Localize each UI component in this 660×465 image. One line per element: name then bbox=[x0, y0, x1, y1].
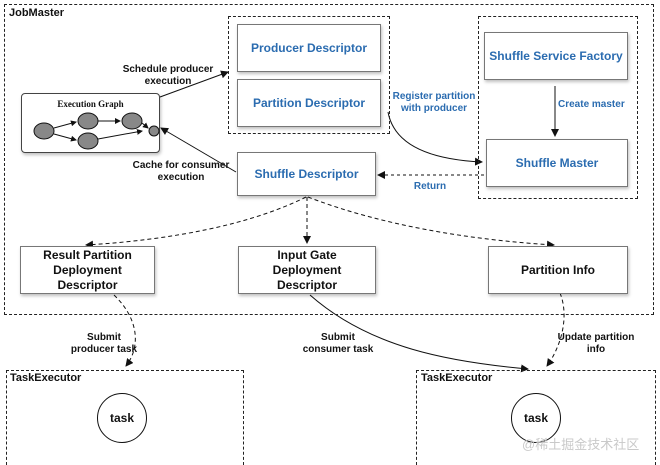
right-task-node: task bbox=[511, 393, 561, 443]
shuffle-service-group bbox=[478, 16, 638, 199]
right-taskexecutor-region bbox=[416, 370, 656, 465]
submit-consumer-arrow bbox=[309, 294, 529, 373]
watermark: @稀土掘金技术社区 bbox=[522, 437, 640, 452]
submit-producer-label: Submit producer task bbox=[70, 332, 138, 355]
input-gate-dd-box: Input Gate Deployment Descriptor bbox=[238, 246, 376, 294]
cache-label: Cache for consumer execution bbox=[132, 160, 230, 183]
producer-descriptor-group bbox=[228, 16, 390, 134]
schedule-label: Schedule producer execution bbox=[122, 64, 214, 87]
shuffle-service-factory-box: Shuffle Service Factory bbox=[484, 32, 628, 80]
register-label: Register partition with producer bbox=[392, 91, 476, 114]
result-partition-dd-box: Result Partition Deployment Descriptor bbox=[20, 246, 155, 294]
execution-graph-box: Execution Graph bbox=[21, 93, 160, 153]
left-task-node: task bbox=[97, 393, 147, 443]
execution-graph-icon bbox=[33, 112, 160, 150]
update-partition-arrow bbox=[546, 292, 565, 367]
left-taskexecutor-title: TaskExecutor bbox=[10, 372, 82, 384]
cache-arrow bbox=[160, 127, 237, 173]
submit-producer-arrow bbox=[113, 294, 136, 367]
partition-descriptor-box: Partition Descriptor bbox=[237, 79, 381, 127]
schedule-arrow bbox=[159, 70, 229, 98]
to-partition-info-arrow bbox=[307, 196, 555, 249]
jobmaster-title: JobMaster bbox=[9, 7, 65, 19]
left-taskexecutor-region bbox=[6, 370, 244, 465]
jobmaster-region bbox=[4, 4, 654, 315]
submit-consumer-label: Submit consumer task bbox=[302, 332, 374, 355]
shuffle-master-box: Shuffle Master bbox=[486, 139, 628, 187]
update-partition-label: Update partition info bbox=[557, 332, 635, 355]
shuffle-descriptor-box: Shuffle Descriptor bbox=[237, 152, 376, 196]
register-arrow bbox=[387, 111, 483, 166]
execution-graph-title: Execution Graph bbox=[57, 99, 124, 109]
partition-info-box: Partition Info bbox=[488, 246, 628, 294]
producer-descriptor-box: Producer Descriptor bbox=[237, 24, 381, 72]
right-taskexecutor-title: TaskExecutor bbox=[421, 372, 493, 384]
create-master-label: Create master bbox=[558, 99, 625, 110]
return-label: Return bbox=[413, 181, 447, 192]
to-result-partition-arrow bbox=[85, 196, 307, 249]
